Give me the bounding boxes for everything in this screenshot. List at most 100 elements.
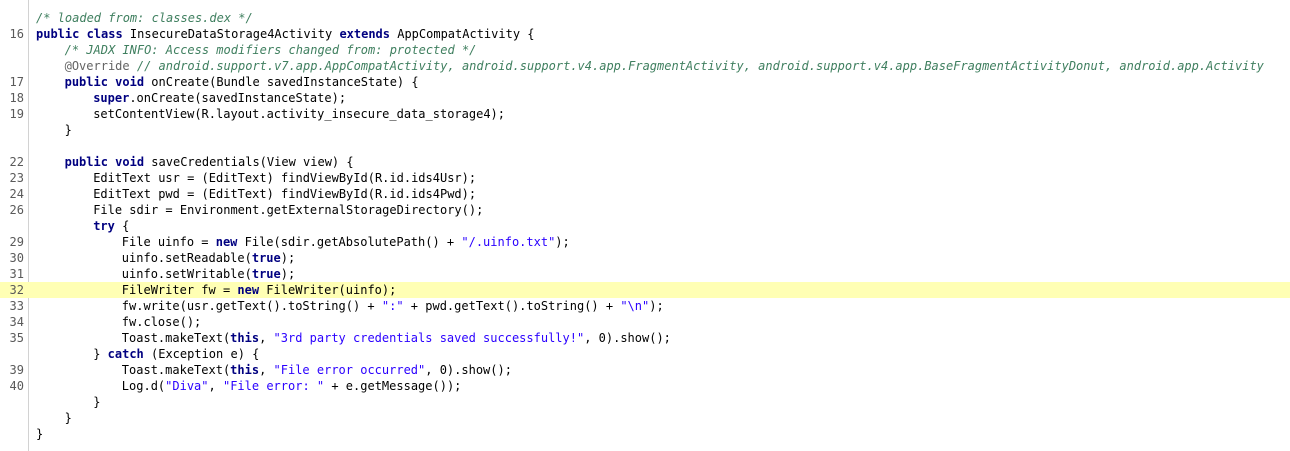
line-number-gutter [0, 0, 29, 451]
code-token: , 0).show(); [425, 363, 512, 377]
code-token: , 0).show(); [584, 331, 671, 345]
code-text: File uinfo = new File(sdir.getAbsolutePa… [122, 234, 570, 250]
code-line[interactable]: 16 public class InsecureDataStorage4Activ… [0, 26, 1290, 42]
code-line[interactable]: } [0, 410, 1290, 426]
code-line[interactable]: } [0, 394, 1290, 410]
code-token: .onCreate(savedInstanceState); [129, 91, 347, 105]
code-token: , [259, 331, 274, 345]
code-token: InsecureDataStorage4Activity [129, 27, 340, 41]
code-token: AppCompatActivity { [397, 27, 535, 41]
code-line[interactable]: try { [0, 218, 1290, 234]
code-token: ":" [381, 299, 404, 313]
code-token: { [122, 219, 130, 233]
code-token: public void [64, 75, 152, 89]
code-line[interactable] [0, 138, 1290, 154]
line-number: 39 [9, 363, 24, 377]
code-token: File uinfo = [121, 235, 216, 249]
code-token: + e.getMessage()); [324, 379, 462, 393]
line-number: 31 [9, 267, 24, 281]
code-text: try { [93, 218, 129, 234]
code-token: this [230, 331, 260, 345]
code-token: true [251, 267, 281, 281]
code-text: fw.close(); [122, 314, 201, 330]
code-token: "\n" [620, 299, 650, 313]
code-token: /* loaded from: classes.dex */ [36, 11, 253, 25]
code-token: new [237, 283, 267, 297]
code-line[interactable]: } [0, 426, 1290, 442]
code-token: File(sdir.getAbsolutePath() + [244, 235, 462, 249]
line-number: 29 [9, 235, 24, 249]
code-token: "/.uinfo.txt" [461, 235, 556, 249]
code-token: "3rd party credentials saved successfull… [273, 331, 585, 345]
code-token: } [93, 347, 108, 361]
code-token: "File error: " [222, 379, 325, 393]
code-area[interactable]: /* loaded from: classes.dex */ 16 public c… [0, 10, 1290, 442]
code-token: Toast.makeText( [121, 331, 231, 345]
line-number: 23 [9, 171, 24, 185]
code-token: + pwd.getText().toString() + [403, 299, 621, 313]
code-token: Log.d( [121, 379, 166, 393]
code-token: } [64, 123, 72, 137]
code-text: Toast.makeText(this, "3rd party credenti… [122, 330, 671, 346]
code-token: EditText usr = (EditText) findViewById(R… [93, 171, 477, 185]
code-text: } [65, 122, 72, 138]
code-token: "File error occurred" [273, 363, 426, 377]
code-token: FileWriter fw = [121, 283, 238, 297]
code-line[interactable]: } [0, 122, 1290, 138]
code-token: saveCredentials(View view) { [151, 155, 354, 169]
code-text: fw.write(usr.getText().toString() + ":" … [122, 298, 664, 314]
code-line[interactable]: 24 EditText pwd = (EditText) findViewById… [0, 186, 1290, 202]
code-text: public void onCreate(Bundle savedInstanc… [65, 74, 419, 90]
code-token: "Diva" [165, 379, 209, 393]
code-token: } [64, 411, 72, 425]
code-text: File sdir = Environment.getExternalStora… [93, 202, 483, 218]
code-text: /* loaded from: classes.dex */ [36, 10, 253, 26]
code-text: } [65, 410, 72, 426]
code-token: ); [555, 235, 570, 249]
code-token: onCreate(Bundle savedInstanceState) { [151, 75, 419, 89]
code-line[interactable]: 31 uinfo.setWritable(true); [0, 266, 1290, 282]
code-text: } [36, 426, 43, 442]
line-number: 32 [9, 283, 24, 297]
code-line[interactable]: /* loaded from: classes.dex */ [0, 10, 1290, 26]
code-token: public void [64, 155, 152, 169]
code-line[interactable]: @Override // android.support.v7.app.AppC… [0, 58, 1290, 74]
code-line[interactable]: 19 setContentView(R.layout.activity_insec… [0, 106, 1290, 122]
code-text: Log.d("Diva", "File error: " + e.getMess… [122, 378, 462, 394]
code-token: try [93, 219, 123, 233]
code-text: setContentView(R.layout.activity_insecur… [93, 106, 505, 122]
code-text: uinfo.setWritable(true); [122, 266, 295, 282]
code-token: extends [339, 27, 398, 41]
code-token: ); [649, 299, 664, 313]
code-line[interactable]: 29 File uinfo = new File(sdir.getAbsolute… [0, 234, 1290, 250]
code-token: new [215, 235, 245, 249]
code-line[interactable]: 23 EditText usr = (EditText) findViewById… [0, 170, 1290, 186]
code-line[interactable]: 17 public void onCreate(Bundle savedInsta… [0, 74, 1290, 90]
code-text: } [93, 394, 100, 410]
code-token: uinfo.setWritable( [121, 267, 252, 281]
code-line[interactable]: } catch (Exception e) { [0, 346, 1290, 362]
line-number: 24 [9, 187, 24, 201]
code-token: , [259, 363, 274, 377]
code-token: public class [36, 27, 130, 41]
code-line[interactable]: /* JADX INFO: Access modifiers changed f… [0, 42, 1290, 58]
line-number: 16 [9, 27, 24, 41]
code-token: setContentView(R.layout.activity_insecur… [93, 107, 505, 121]
code-text: EditText pwd = (EditText) findViewById(R… [93, 186, 476, 202]
line-number: 19 [9, 107, 24, 121]
code-token: fw.write(usr.getText().toString() + [121, 299, 382, 313]
code-token: File sdir = Environment.getExternalStora… [93, 203, 484, 217]
code-token: , [208, 379, 223, 393]
line-number: 17 [9, 75, 24, 89]
